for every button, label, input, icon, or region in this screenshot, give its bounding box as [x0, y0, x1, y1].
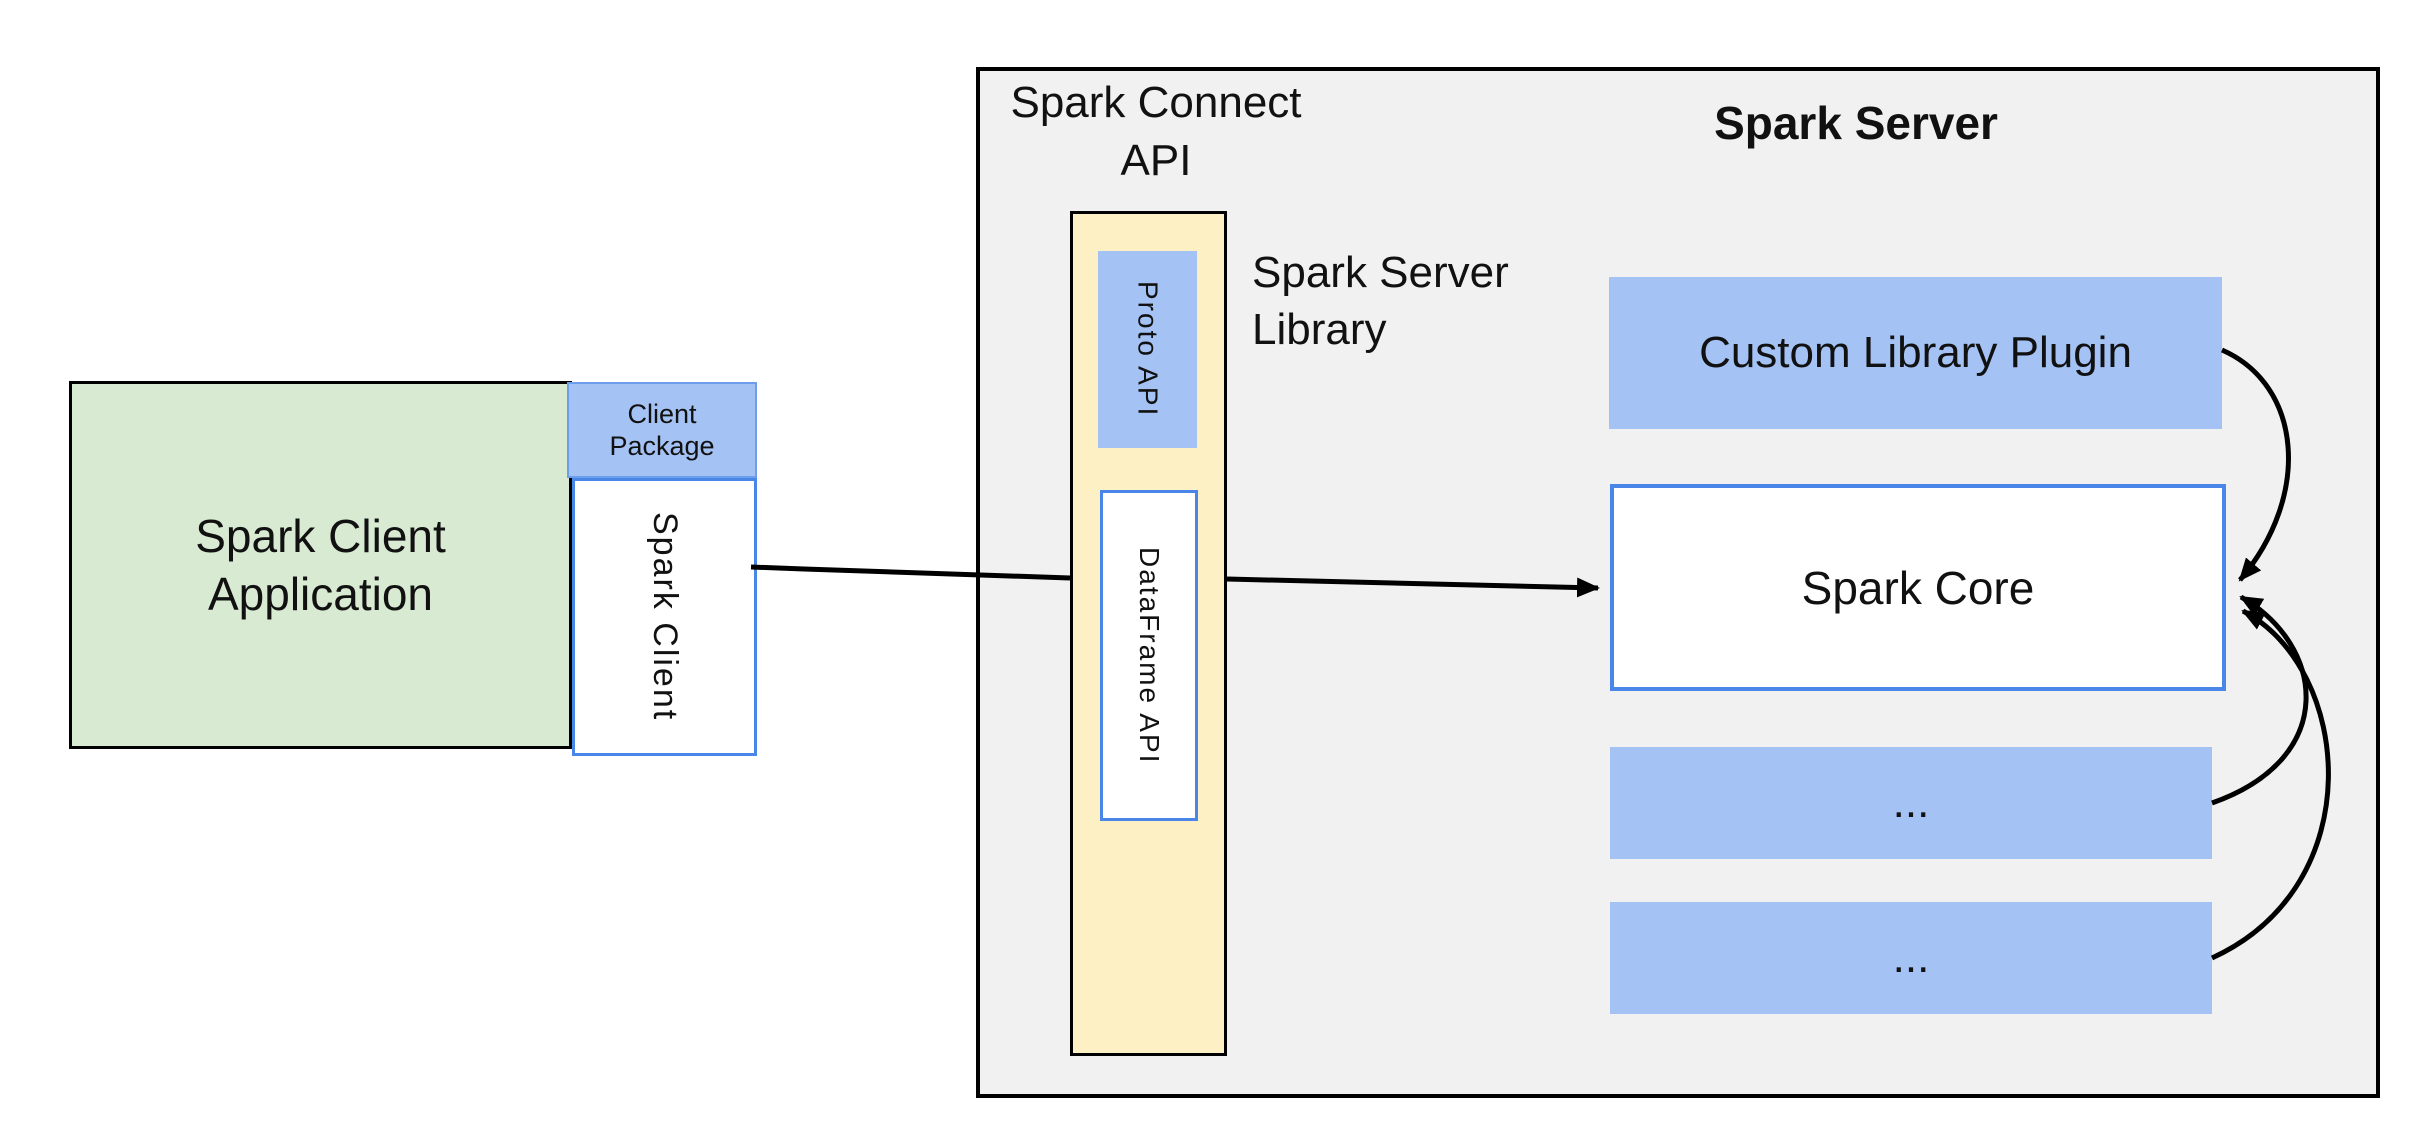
spark-client-label: Spark Client [646, 512, 684, 722]
client-package-label: Client Package [609, 399, 715, 461]
proto-api-label: Proto API [1132, 281, 1164, 418]
extra-plugin-box-1-label: ... [1892, 778, 1930, 827]
client-package-box: Client Package [567, 382, 757, 478]
spark-connect-api-title: Spark Connect API [1010, 78, 1302, 185]
spark-core-box: Spark Core [1610, 484, 2226, 691]
spark-client-application-box: Spark Client Application [69, 381, 572, 749]
extra-plugin-box-2: ... [1610, 902, 2212, 1014]
spark-server-library-label: Spark Server Library [1252, 248, 1509, 354]
dataframe-api-label: DataFrame API [1134, 546, 1165, 765]
dataframe-api-box: DataFrame API [1100, 490, 1198, 821]
custom-library-plugin-box: Custom Library Plugin [1609, 277, 2222, 429]
spark-server-title: Spark Server [1714, 97, 1998, 149]
proto-api-box: Proto API [1098, 251, 1197, 448]
custom-library-plugin-label: Custom Library Plugin [1699, 328, 2132, 377]
spark-core-label: Spark Core [1801, 561, 2035, 614]
spark-client-box: Spark Client [572, 478, 757, 756]
extra-plugin-box-2-label: ... [1892, 933, 1930, 982]
extra-plugin-box-1: ... [1610, 747, 2212, 859]
spark-client-application-label: Spark Client Application [195, 510, 446, 620]
